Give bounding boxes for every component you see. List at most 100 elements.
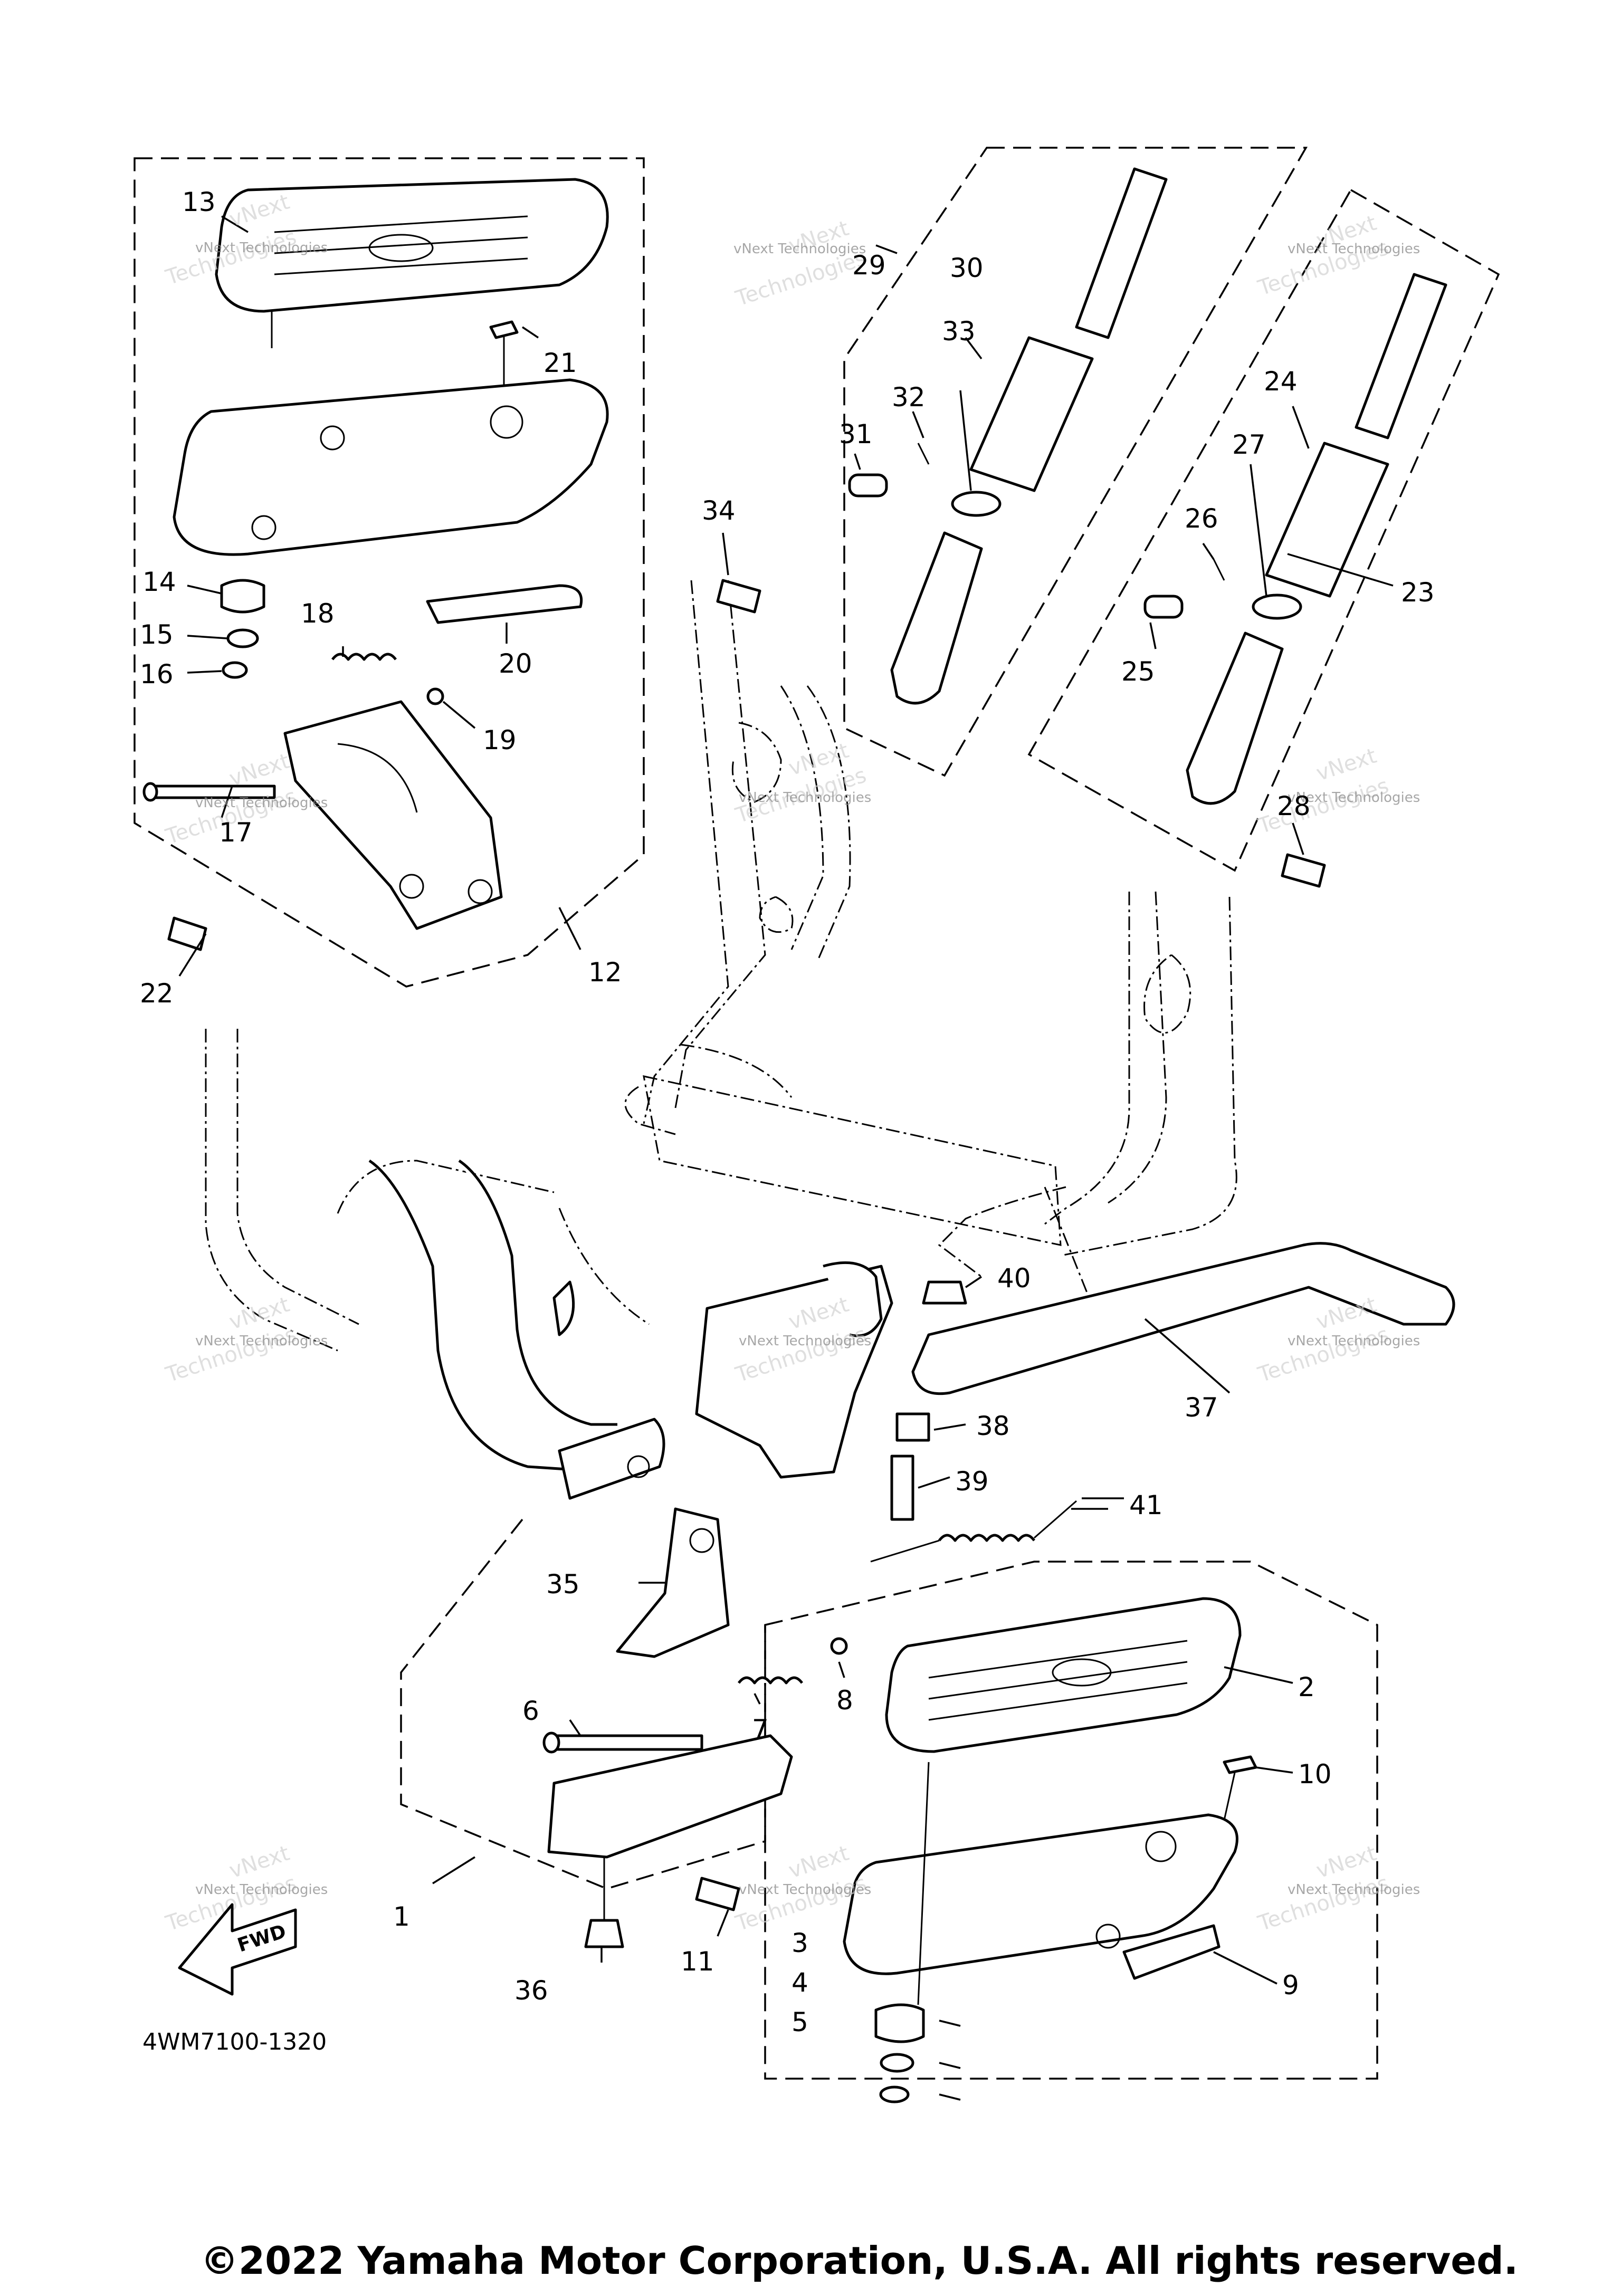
watermark-small: vNext Technologies — [1288, 790, 1420, 806]
nut-40 — [922, 1280, 967, 1305]
watermark-big: Technologies — [163, 1322, 300, 1387]
pin-6 — [547, 1734, 703, 1751]
watermark-small: vNext Technologies — [195, 795, 328, 811]
watermark-small: vNext Technologies — [195, 1882, 328, 1898]
callout-31[interactable]: 31 — [839, 419, 873, 449]
footboard-bracket-right — [547, 1734, 793, 1859]
spring-18 — [331, 653, 397, 661]
collar-27 — [1252, 594, 1302, 620]
callout-39[interactable]: 39 — [955, 1466, 989, 1497]
callout-6[interactable]: 6 — [522, 1696, 539, 1726]
callout-11[interactable]: 11 — [681, 1946, 714, 1977]
bracket-20 — [426, 584, 583, 624]
callout-2[interactable]: 2 — [1298, 1672, 1315, 1702]
callout-29[interactable]: 29 — [852, 250, 886, 281]
callout-3[interactable]: 3 — [792, 1928, 808, 1958]
bolt-10 — [1223, 1755, 1257, 1774]
peg-grip-24 — [1265, 442, 1389, 598]
callout-25[interactable]: 25 — [1121, 656, 1155, 687]
callout-35[interactable]: 35 — [546, 1569, 580, 1600]
callout-32[interactable]: 32 — [892, 382, 926, 413]
callout-36[interactable]: 36 — [514, 1975, 548, 2006]
callout-23[interactable]: 23 — [1401, 577, 1435, 608]
rubber-mount-3 — [874, 2003, 925, 2043]
watermark-small: vNext Technologies — [1288, 1882, 1420, 1898]
bracket-9 — [1122, 1924, 1220, 1980]
bolt-11 — [695, 1877, 740, 1911]
collar-33 — [951, 491, 1002, 517]
callout-26[interactable]: 26 — [1185, 503, 1218, 534]
group-outline-2 — [764, 1561, 1378, 2080]
rubber-mount-14 — [220, 579, 265, 614]
copyright-notice: ©2022 Yamaha Motor Corporation, U.S.A. A… — [201, 2238, 1518, 2283]
peg-shaft-24 — [1355, 273, 1447, 439]
callout-24[interactable]: 24 — [1264, 366, 1298, 397]
bolt-28 — [1281, 853, 1326, 888]
callout-12[interactable]: 12 — [588, 957, 622, 988]
callout-19[interactable]: 19 — [483, 725, 517, 755]
callout-18[interactable]: 18 — [301, 598, 335, 629]
circlip-8 — [830, 1637, 848, 1655]
pin-31 — [848, 473, 888, 498]
pedal-assembly — [870, 1242, 1455, 1563]
footboard-base-left — [173, 378, 609, 556]
callout-22[interactable]: 22 — [140, 978, 174, 1009]
callout-13[interactable]: 13 — [182, 187, 216, 217]
callout-7[interactable]: 7 — [752, 1714, 769, 1745]
watermark-small: vNext Technologies — [1288, 241, 1420, 257]
callout-41[interactable]: 41 — [1129, 1490, 1163, 1520]
callout-34[interactable]: 34 — [702, 495, 736, 526]
callout-21[interactable]: 21 — [543, 348, 577, 378]
footboard-bracket-left — [283, 700, 503, 930]
callout-17[interactable]: 17 — [219, 817, 253, 848]
callout-14[interactable]: 14 — [142, 567, 176, 597]
callout-38[interactable]: 38 — [976, 1411, 1010, 1441]
callout-9[interactable]: 9 — [1282, 1970, 1299, 2001]
peg-arm-24 — [1186, 632, 1284, 805]
watermark-small: vNext Technologies — [739, 1882, 871, 1898]
peg-shaft-30 — [1075, 167, 1168, 339]
callout-37[interactable]: 37 — [1185, 1392, 1218, 1423]
bolt-34 — [716, 579, 761, 614]
bolt-21 — [489, 320, 519, 339]
circlip-19 — [426, 687, 444, 705]
watermark-big: vNext — [786, 1841, 852, 1883]
callout-10[interactable]: 10 — [1298, 1759, 1332, 1790]
callout-4[interactable]: 4 — [792, 1967, 808, 1998]
callout-8[interactable]: 8 — [836, 1685, 853, 1716]
cotter-26 — [1213, 559, 1225, 581]
peg-grip-30 — [969, 336, 1094, 492]
callout-33[interactable]: 33 — [942, 316, 976, 347]
fwd-arrow: FWD — [178, 1903, 297, 1996]
right-footboard-group — [542, 1507, 1257, 2103]
watermark-small: vNext Technologies — [739, 1333, 871, 1349]
leader-lines — [178, 215, 1394, 2101]
group-outline-23 — [1027, 188, 1500, 872]
nut-5 — [879, 2085, 910, 2103]
callout-20[interactable]: 20 — [499, 648, 532, 679]
spring-41 — [938, 1534, 1035, 1542]
nut-36 — [584, 1919, 624, 1948]
callout-5[interactable]: 5 — [792, 2007, 808, 2037]
mount-bracket-35 — [616, 1507, 730, 1658]
callout-16[interactable]: 16 — [140, 659, 174, 690]
watermark-small: vNext Technologies — [195, 1333, 328, 1349]
main-frame — [368, 1159, 893, 1500]
bolt-22 — [167, 916, 207, 951]
peg-arm-30 — [890, 531, 983, 705]
spring-7 — [738, 1676, 803, 1685]
callout-27[interactable]: 27 — [1232, 429, 1266, 460]
callout-labels: 1 2 3 4 5 6 7 8 9 10 11 12 13 14 15 16 1… — [140, 187, 1435, 2037]
fwd-arrow-icon — [178, 1903, 297, 1996]
group-outlines — [134, 147, 1500, 2080]
callout-1[interactable]: 1 — [393, 1901, 410, 1932]
watermark-small: vNext Technologies — [739, 790, 871, 806]
watermark-small: vNext Technologies — [733, 241, 866, 257]
callout-28[interactable]: 28 — [1277, 791, 1311, 821]
callout-40[interactable]: 40 — [997, 1263, 1031, 1294]
cotter-32 — [917, 443, 930, 465]
callout-15[interactable]: 15 — [140, 619, 174, 650]
callout-30[interactable]: 30 — [950, 253, 984, 283]
nut-16 — [222, 661, 248, 679]
